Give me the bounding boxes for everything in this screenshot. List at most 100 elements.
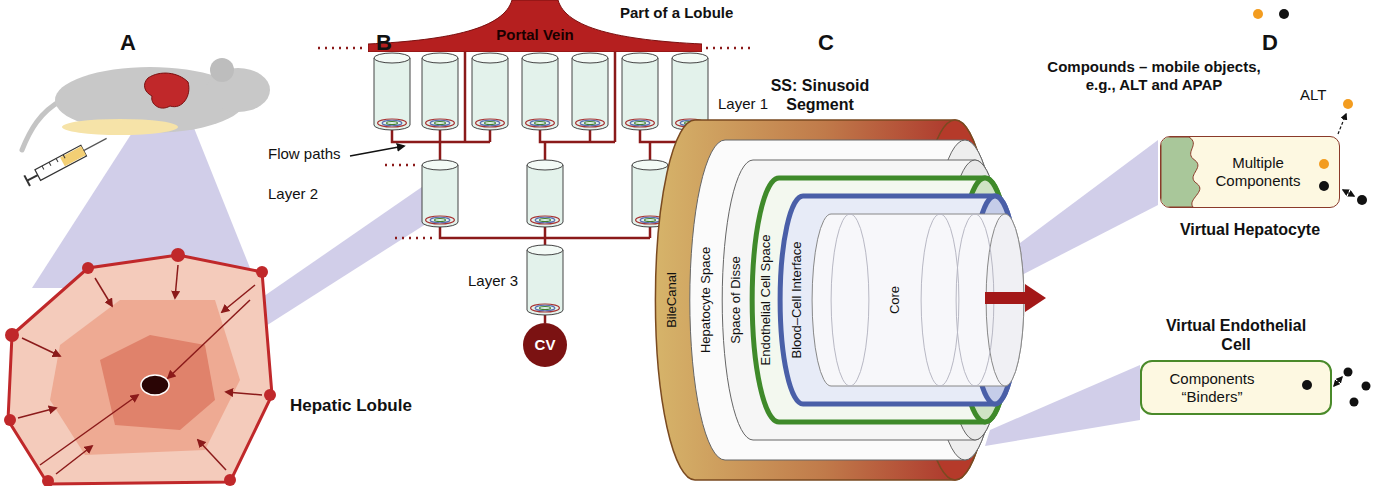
sinusoid-cylinder <box>527 160 563 227</box>
core-section <box>921 214 959 386</box>
illustration-part <box>1334 377 1342 386</box>
illustration-part <box>50 300 240 455</box>
panel-letter: A <box>120 30 136 56</box>
illustration-part <box>24 175 30 186</box>
illustration-part <box>672 53 708 63</box>
illustration-part <box>476 119 505 127</box>
illustration-part <box>585 122 596 125</box>
illustration-part <box>527 245 563 255</box>
illustration-part <box>422 165 458 227</box>
node-text: Components “Binders” <box>1152 370 1272 406</box>
illustration-part <box>435 219 446 222</box>
illustration-part <box>256 266 268 278</box>
cell-box: Multiple ComponentsVirtual Hepatocyte <box>1160 136 1340 239</box>
illustration-part <box>535 122 546 125</box>
illustration-part <box>1362 382 1371 391</box>
illustration-part <box>435 122 446 125</box>
illustration-part <box>1343 99 1353 109</box>
illustration-part <box>382 120 402 126</box>
illustration-part <box>622 53 658 63</box>
illustration-part <box>42 166 44 170</box>
sinusoid-cylinder <box>672 53 708 130</box>
panel-title: SS: Sinusoid Segment <box>740 76 900 114</box>
illustration-part <box>527 160 563 170</box>
pointer-arrow <box>350 146 404 156</box>
layer-name: Blood–Cell Interface <box>789 241 805 358</box>
illustration-part <box>472 53 508 63</box>
illustration-part <box>198 440 226 470</box>
node-text: Virtual Hepatocyte <box>1160 220 1340 239</box>
sinusoid-cylinder <box>622 53 658 130</box>
illustration-part <box>430 120 450 126</box>
panel-letter: C <box>818 30 834 56</box>
illustration-part <box>526 119 555 127</box>
node-text: Portal Vein <box>368 26 702 44</box>
illustration-part <box>672 58 708 130</box>
illustration-part <box>472 58 508 130</box>
illustration-part <box>540 219 551 222</box>
illustration-part <box>531 216 560 224</box>
node-text: Multiple Components <box>1203 154 1313 190</box>
illustration-part <box>4 414 16 426</box>
illustration-part <box>27 175 38 181</box>
illustration-part <box>485 122 496 125</box>
illustration-part <box>56 158 58 162</box>
illustration-part <box>540 307 551 310</box>
illustration-part <box>171 248 185 262</box>
sinusoid-segment <box>655 120 1024 480</box>
flow-arrow <box>985 284 1046 312</box>
illustration-part <box>527 165 563 227</box>
compound-dot <box>1319 181 1329 191</box>
illustration-part <box>622 58 658 130</box>
illustration-part <box>84 138 107 150</box>
sinusoid-cylinder <box>522 53 558 130</box>
illustration-part <box>18 265 262 474</box>
sinusoid-cylinder <box>422 53 458 130</box>
illustration-part <box>572 53 608 63</box>
illustration-part <box>576 119 605 127</box>
illustration-part <box>5 328 19 342</box>
illustration-part <box>95 278 112 306</box>
illustration-part <box>82 262 94 274</box>
panel-title: Part of a Lobule <box>620 4 733 22</box>
illustration-part <box>22 338 60 356</box>
illustration-part <box>480 120 500 126</box>
hepatic-lobule <box>4 248 276 486</box>
illustration-part <box>392 125 490 165</box>
illustration-part <box>378 119 407 127</box>
panel-letter: B <box>376 30 392 56</box>
illustration-part <box>422 160 458 170</box>
illustration-part <box>318 47 364 50</box>
illustration-part <box>632 160 668 170</box>
illustration-part <box>422 58 458 130</box>
illustration-part <box>1357 195 1367 205</box>
layer-label: Layer 3 <box>468 272 518 290</box>
illustration-part <box>264 389 276 401</box>
layer-name: Space of Disse <box>728 256 744 343</box>
illustration-part <box>1253 9 1263 19</box>
central-vein-circle: CV <box>523 323 567 367</box>
membrane-wave <box>1161 137 1200 207</box>
illustration-part <box>1000 140 1158 282</box>
callout-label: Flow paths <box>268 145 341 163</box>
illustration-part <box>210 58 234 82</box>
illustration-part <box>1344 368 1353 377</box>
layer-name: BileCanal <box>664 272 680 328</box>
illustration-part <box>60 146 86 166</box>
illustration-part <box>374 58 410 130</box>
core-section <box>831 214 869 386</box>
illustration-part <box>62 119 178 135</box>
flow-paths <box>392 50 690 323</box>
illustration-part <box>535 305 555 311</box>
illustration-part <box>8 255 272 484</box>
illustration-part <box>1279 9 1289 19</box>
illustration-part <box>175 265 178 298</box>
illustration-part <box>35 145 87 180</box>
binder-dot <box>1302 380 1312 390</box>
illustration-part <box>630 120 650 126</box>
illustration-part <box>580 120 600 126</box>
illustration-part <box>387 122 398 125</box>
illustration-part <box>422 53 458 63</box>
illustration-part <box>531 304 560 312</box>
compound-dot <box>1319 159 1329 169</box>
